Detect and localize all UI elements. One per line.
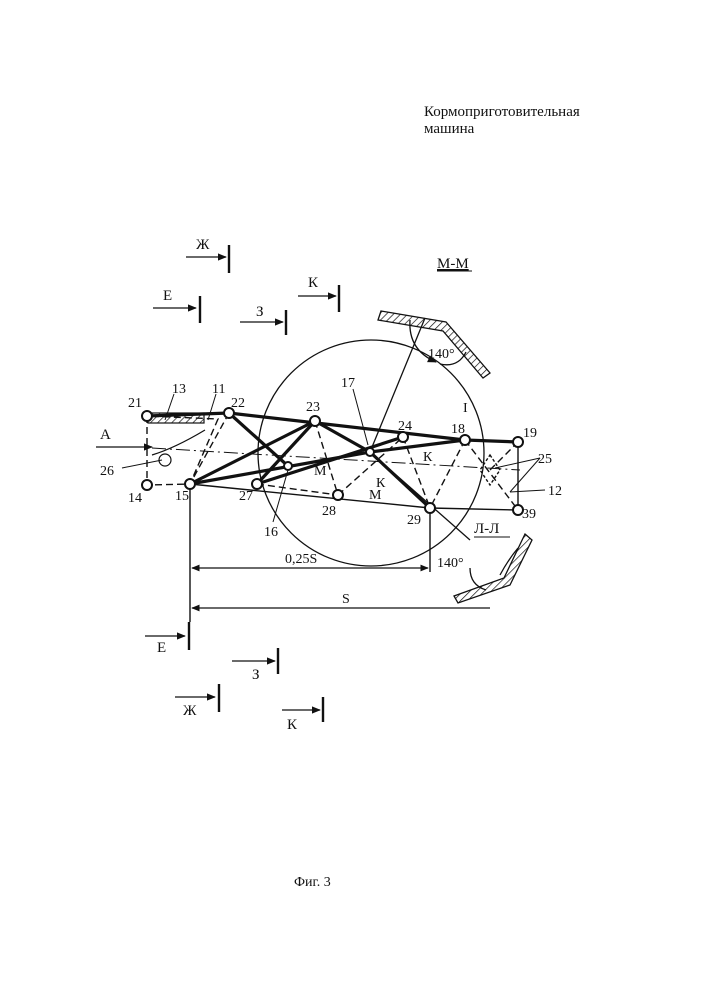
mark-z-bottom: З xyxy=(252,667,260,683)
section-ll-label: Л-Л xyxy=(474,521,499,537)
mark-e-top: Е xyxy=(163,288,172,304)
label-27: 27 xyxy=(239,489,253,504)
joint-23 xyxy=(310,416,320,426)
label-11: 11 xyxy=(212,382,225,397)
joint-21 xyxy=(142,411,152,421)
joint-17 xyxy=(366,448,374,456)
joint-14 xyxy=(142,480,152,490)
mark-k-top: К xyxy=(308,275,319,291)
arrow-a-label: А xyxy=(100,427,111,443)
mark-m-1: М xyxy=(314,464,327,479)
label-21: 21 xyxy=(128,396,142,411)
mark-e-bottom: Е xyxy=(157,640,166,656)
dim-long: S xyxy=(342,592,350,607)
label-39: 39 xyxy=(522,507,536,522)
label-22: 22 xyxy=(231,396,245,411)
figure-caption: Фиг. 3 xyxy=(294,875,331,891)
joint-15 xyxy=(185,479,195,489)
label-15: 15 xyxy=(175,489,189,504)
angle-bottom: 140° xyxy=(437,556,464,571)
mark-k-inner-1: К xyxy=(376,476,386,491)
angle-top: 140° xyxy=(428,347,455,362)
label-26: 26 xyxy=(100,464,114,479)
label-14: 14 xyxy=(128,491,142,506)
label-16: 16 xyxy=(264,525,278,540)
mark-k-inner-2: К xyxy=(423,450,433,465)
section-marks-bottom: Е З Ж К xyxy=(145,622,323,733)
label-24: 24 xyxy=(398,419,412,434)
label-19: 19 xyxy=(523,426,537,441)
joint-27 xyxy=(252,479,262,489)
label-23: 23 xyxy=(306,400,320,415)
dim-short: 0,25S xyxy=(285,552,317,567)
label-17: 17 xyxy=(341,376,355,391)
label-29: 29 xyxy=(407,513,421,528)
joint-29 xyxy=(425,503,435,513)
label-18: 18 xyxy=(451,422,465,437)
circle-label: I xyxy=(463,401,468,416)
label-25: 25 xyxy=(538,452,552,467)
joint-16 xyxy=(284,462,292,470)
section-mm-label: М-М xyxy=(437,256,469,272)
label-28: 28 xyxy=(322,504,336,519)
mark-k-bottom: К xyxy=(287,717,298,733)
mark-zh-top: Ж xyxy=(196,237,210,253)
mark-zh-bottom: Ж xyxy=(183,703,197,719)
section-marks-top: Ж Е З К xyxy=(153,237,339,335)
joint-28 xyxy=(333,490,343,500)
label-13: 13 xyxy=(172,382,186,397)
mark-z-top: З xyxy=(256,304,264,320)
joint-19 xyxy=(513,437,523,447)
label-12: 12 xyxy=(548,484,562,499)
